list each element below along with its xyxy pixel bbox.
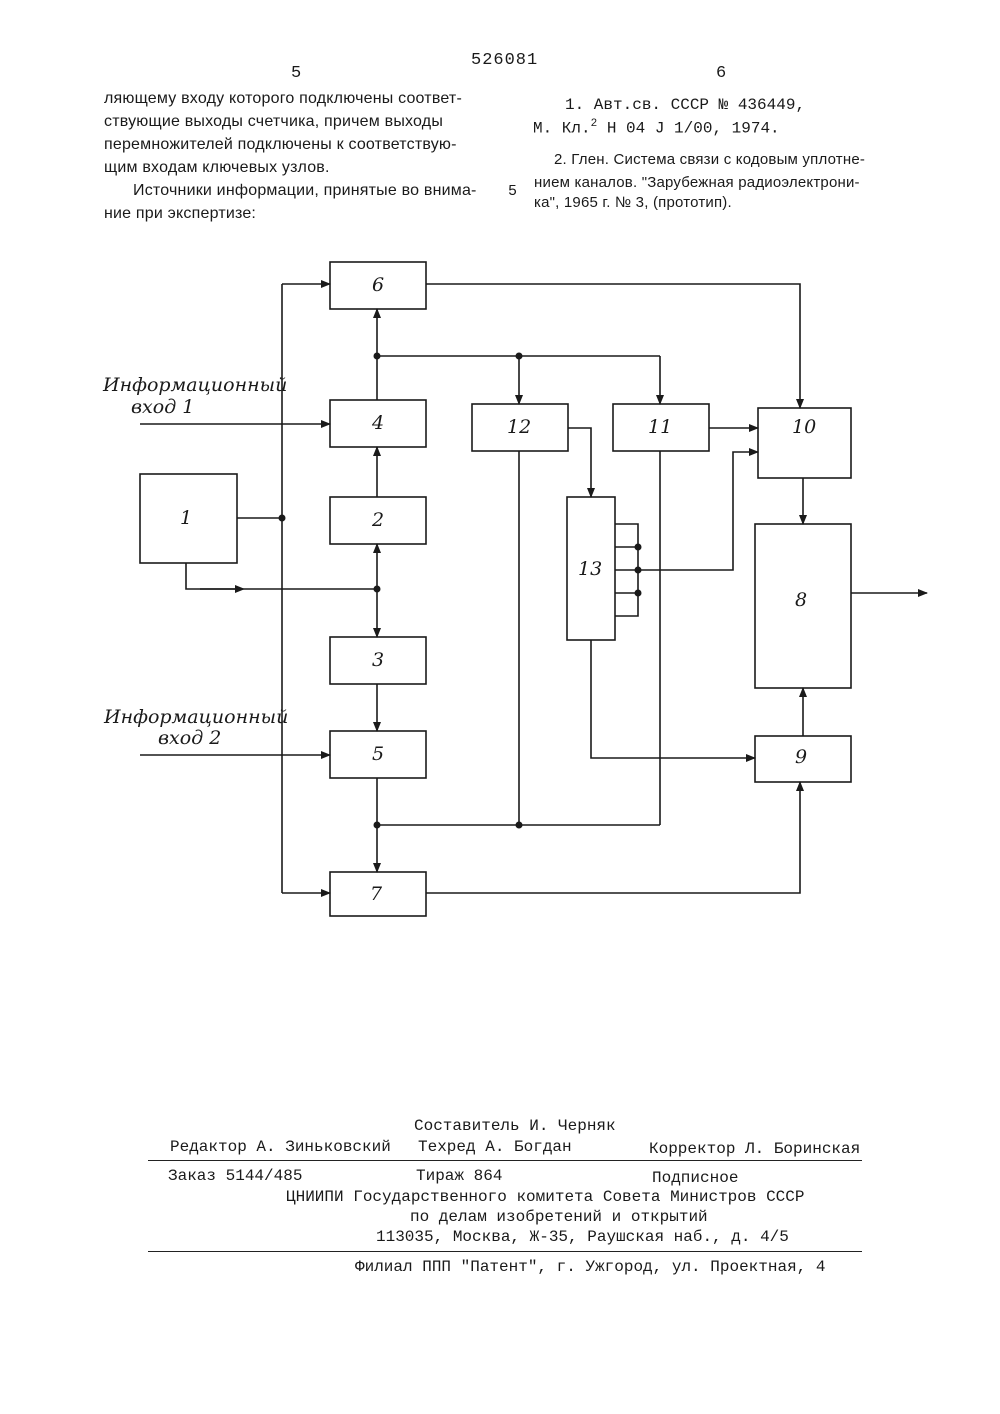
- org-line-3: 113035, Москва, Ж-35, Раушская наб., д. …: [376, 1229, 789, 1245]
- junction-dot: [279, 515, 286, 522]
- block-3-label: 3: [372, 651, 384, 670]
- block-1-label: 1: [180, 509, 192, 528]
- wire-13-to-10: [638, 452, 758, 570]
- wire-13-out-5: [615, 547, 638, 616]
- wire-6-to-10: [426, 284, 800, 408]
- block-11-label: 11: [648, 418, 672, 437]
- junction-dot: [374, 353, 381, 360]
- junction-dot: [374, 586, 381, 593]
- junction-dot: [635, 544, 642, 551]
- wire-12-to-13: [568, 428, 591, 497]
- block-7-label: 7: [370, 885, 382, 904]
- org-line-2: по делам изобретений и открытий: [410, 1209, 708, 1225]
- wire-13-to-9: [591, 640, 755, 758]
- corrector: Корректор Л. Боринская: [649, 1141, 860, 1157]
- block-10-label: 10: [792, 418, 816, 437]
- input-1-label-line-2: вход 1: [131, 398, 194, 417]
- editor: Редактор А. Зиньковский: [170, 1139, 391, 1155]
- block-8-label: 8: [795, 591, 807, 610]
- input-1-label-line-1: Информационный: [103, 376, 287, 395]
- imprint-rule-2: [148, 1251, 862, 1252]
- junction-dot: [516, 353, 523, 360]
- junction-dot: [635, 567, 642, 574]
- block-2-label: 2: [372, 511, 384, 530]
- branch: Филиал ППП "Патент", г. Ужгород, ул. Про…: [355, 1259, 825, 1275]
- block-6-label: 6: [372, 276, 384, 295]
- junction-dot: [516, 822, 523, 829]
- block-9-label: 9: [795, 748, 807, 767]
- block-13-label: 13: [578, 560, 602, 579]
- circulation: Тираж 864: [416, 1168, 502, 1184]
- block-diagram: [0, 0, 1000, 1000]
- input-2-label-line-1: Информационный: [104, 708, 288, 727]
- imprint-rule-1: [148, 1160, 862, 1161]
- block-12-label: 12: [507, 418, 531, 437]
- subscription: Подписное: [652, 1170, 738, 1186]
- junction-dot: [374, 822, 381, 829]
- compiler: Составитель И. Черняк: [414, 1118, 616, 1134]
- techred: Техред А. Богдан: [418, 1139, 572, 1155]
- wire-1-bottom: [186, 563, 238, 589]
- org-line-1: ЦНИИПИ Государственного комитета Совета …: [286, 1189, 804, 1205]
- wire-7-to-9: [426, 782, 800, 893]
- junction-dot: [635, 590, 642, 597]
- input-2-label-line-2: вход 2: [158, 729, 221, 748]
- block-5-label: 5: [372, 745, 384, 764]
- block-4-label: 4: [372, 414, 384, 433]
- order: Заказ 5144/485: [168, 1168, 302, 1184]
- wire-13-out-1: [615, 524, 638, 547]
